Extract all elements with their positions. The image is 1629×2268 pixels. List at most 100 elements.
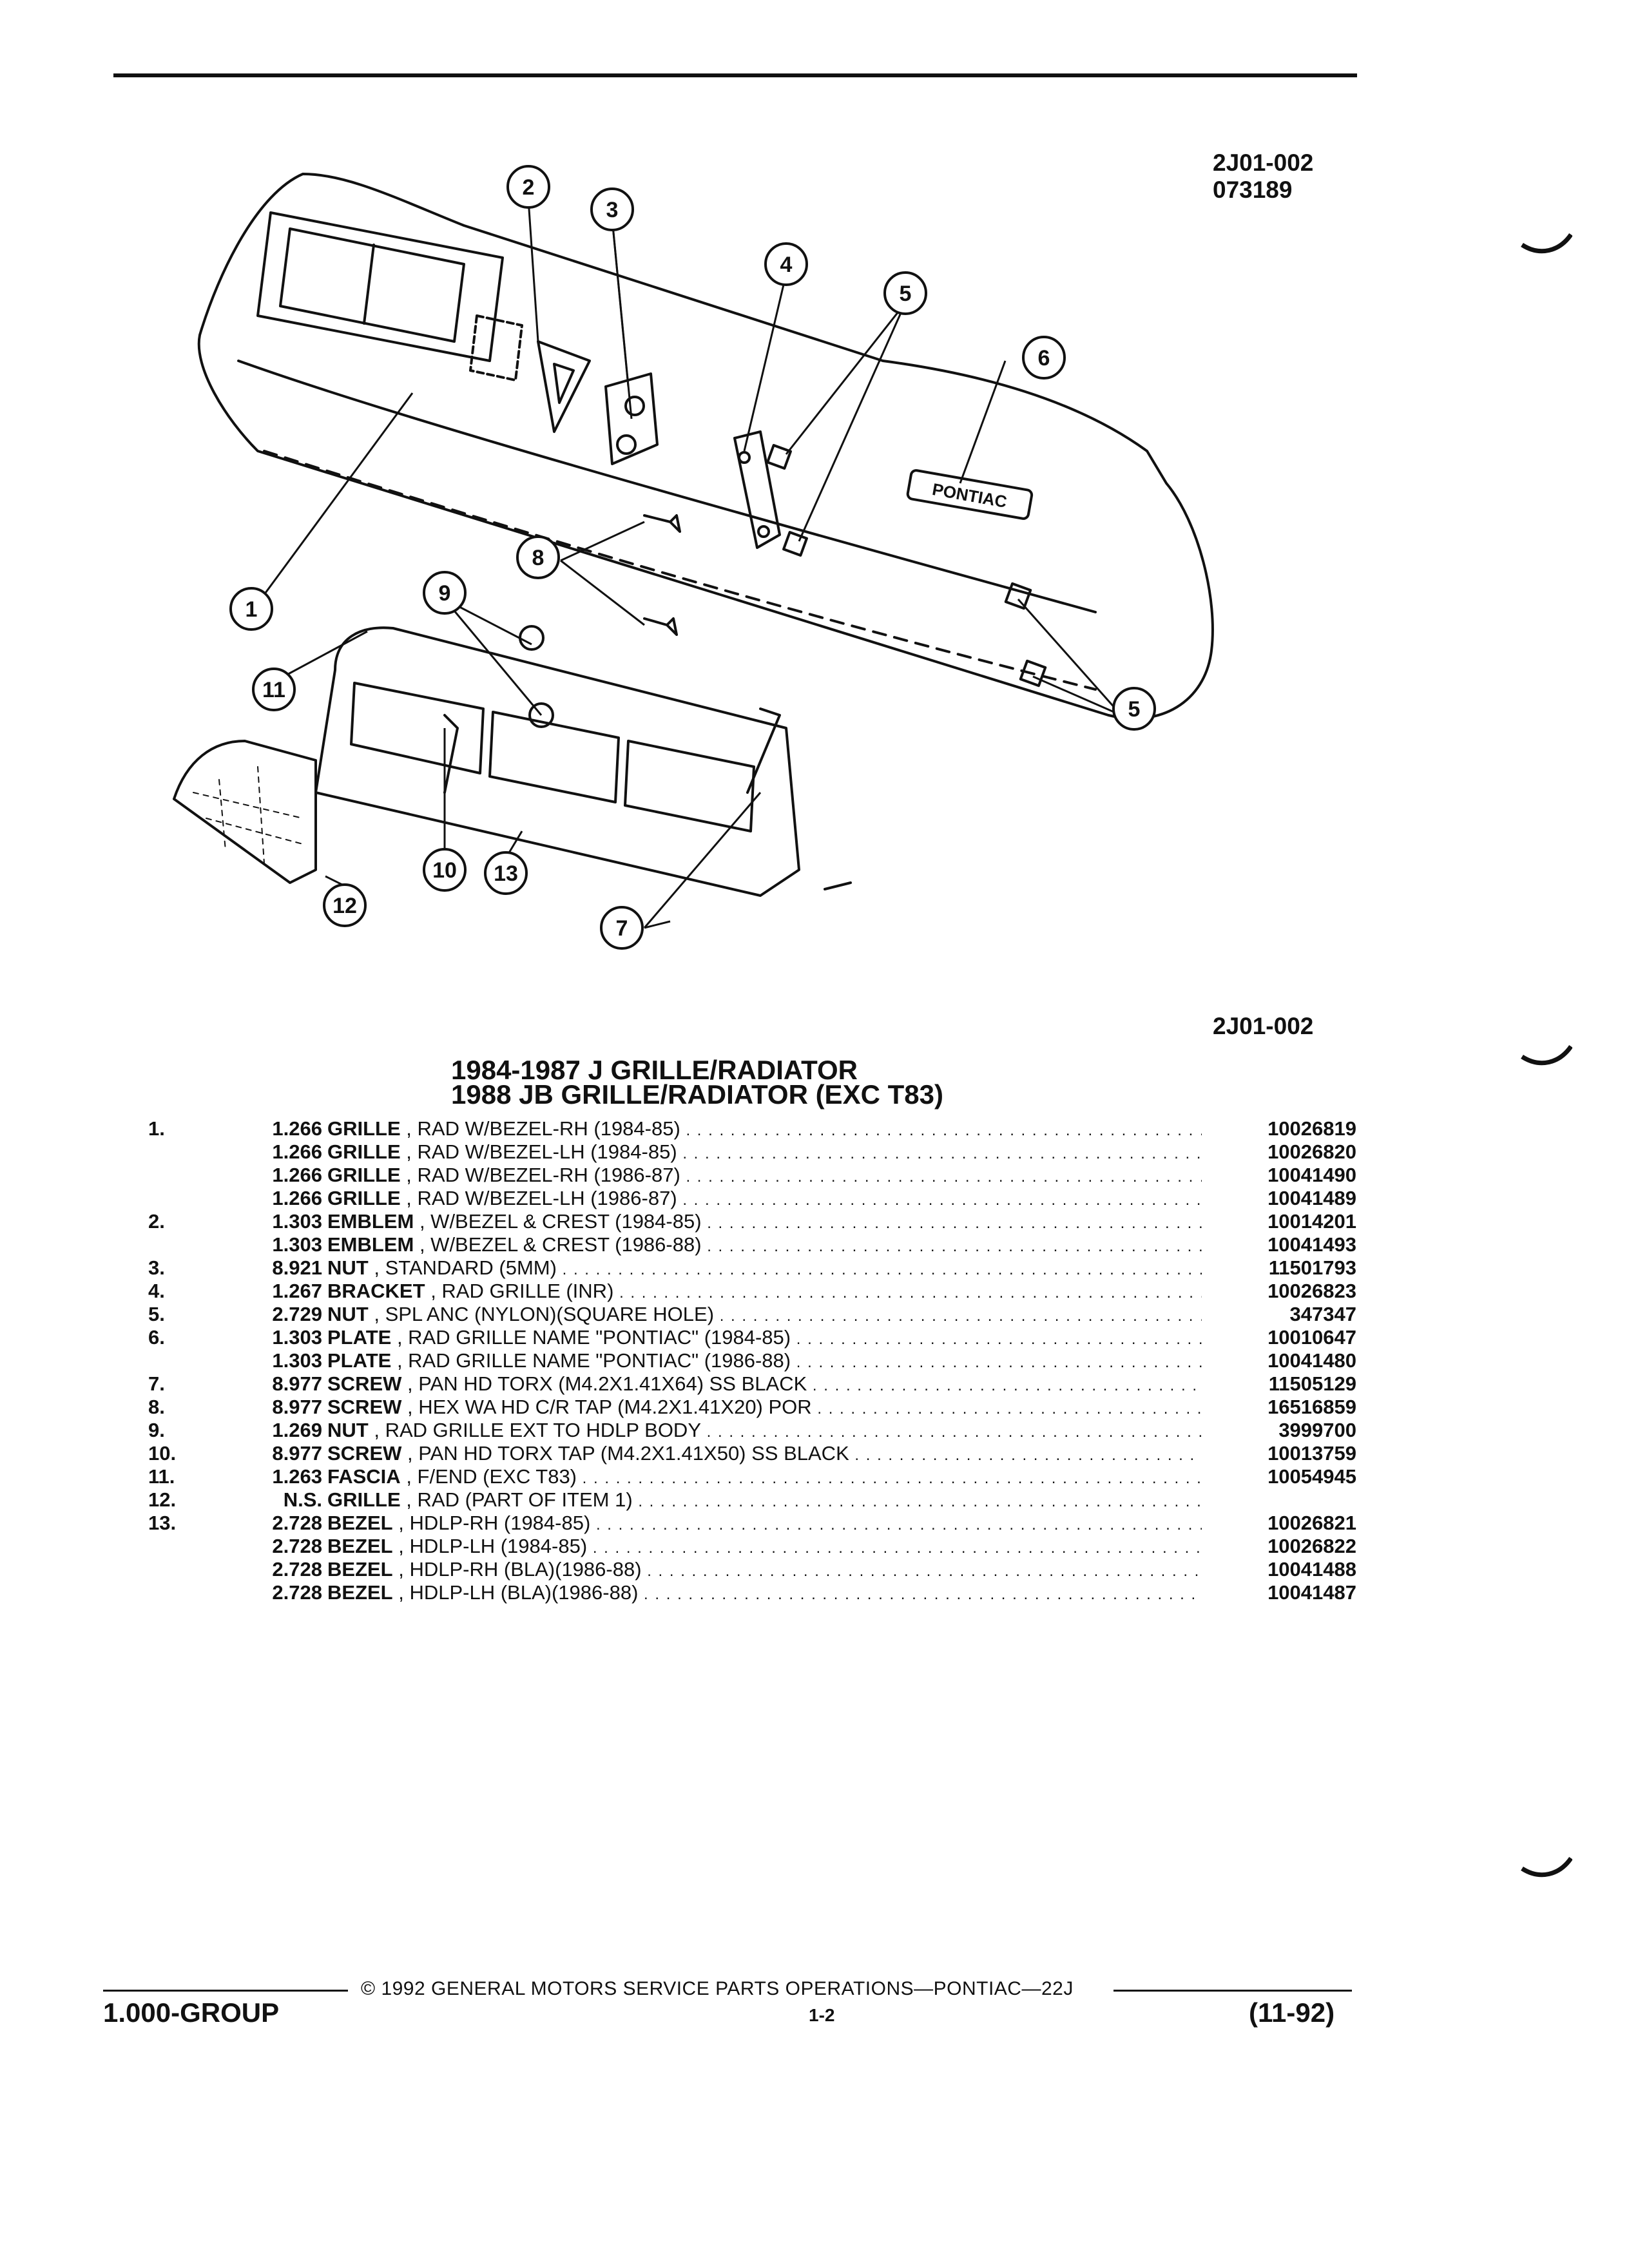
callout-12: 12 [333, 894, 357, 918]
grille-opening [256, 211, 504, 362]
part-description: NUT , RAD GRILLE EXT TO HDLP BODY [327, 1419, 1202, 1444]
group-label: 1.000-GROUP [103, 1997, 280, 2028]
group-number: 1.266 [272, 1117, 322, 1140]
grille-mesh [469, 314, 523, 381]
group-number: N.S. [283, 1488, 322, 1511]
section-title-2: 1988 JB GRILLE/RADIATOR (EXC T83) [451, 1079, 943, 1110]
part-name: NUT [327, 1256, 369, 1279]
callout-5: 5 [900, 282, 912, 306]
part-description: NUT , SPL ANC (NYLON)(SQUARE HOLE) [327, 1303, 1202, 1328]
part-name: NUT [327, 1303, 369, 1325]
part-number: 10013759 [1268, 1442, 1356, 1465]
callout-11: 11 [262, 678, 285, 702]
part-detail: , RAD W/BEZEL-RH (1986-87) [406, 1164, 680, 1186]
part-detail: , RAD W/BEZEL-LH (1984-85) [406, 1140, 677, 1163]
part-detail: , HDLP-RH (BLA)(1986-88) [398, 1558, 642, 1581]
item-number: 5. [148, 1303, 165, 1325]
group-number: 1.266 [272, 1187, 322, 1209]
part-detail: , PAN HD TORX TAP (M4.2X1.41X50) SS BLAC… [407, 1442, 849, 1465]
part-number: 10014201 [1268, 1210, 1356, 1233]
part-detail: , RAD GRILLE EXT TO HDLP BODY [374, 1419, 701, 1441]
part-detail: , W/BEZEL & CREST (1986-88) [419, 1233, 702, 1256]
part-number: 16516859 [1268, 1396, 1356, 1418]
callout-6: 6 [1038, 346, 1050, 370]
part-description: GRILLE , RAD W/BEZEL-LH (1984-85) [327, 1140, 1202, 1166]
part-detail: , RAD W/BEZEL-LH (1986-87) [406, 1187, 677, 1209]
top-rule [113, 73, 1357, 77]
part-number: 10054945 [1268, 1465, 1356, 1488]
group-number: 1.303 [272, 1210, 322, 1233]
part-detail: , RAD GRILLE NAME "PONTIAC" (1984-85) [396, 1326, 791, 1349]
part-description: PLATE , RAD GRILLE NAME "PONTIAC" (1986-… [327, 1349, 1202, 1374]
headlamp-bezel [314, 626, 800, 897]
part-name: GRILLE [327, 1140, 401, 1163]
group-number: 1.303 [272, 1349, 322, 1372]
group-number: 2.728 [272, 1535, 322, 1557]
item-number: 13. [148, 1512, 177, 1534]
fascia-lower-line [263, 450, 1097, 691]
part-name: GRILLE [327, 1117, 401, 1140]
part-description: BRACKET , RAD GRILLE (INR) [327, 1280, 1202, 1305]
part-detail: , RAD W/BEZEL-RH (1984-85) [406, 1117, 680, 1140]
part-name: SCREW [327, 1372, 402, 1395]
callout-1: 1 [246, 597, 258, 622]
part-number: 10041493 [1268, 1233, 1356, 1256]
item-number: 11. [148, 1465, 175, 1488]
part-description: EMBLEM , W/BEZEL & CREST (1986-88) [327, 1233, 1202, 1258]
item-number: 12. [148, 1488, 177, 1511]
part-detail: , STANDARD (5MM) [374, 1256, 557, 1279]
exploded-view-illustration: 2 3 4 5 6 8 9 1 11 5 10 13 12 7 PONTIAC [173, 165, 1214, 950]
part-detail: , RAD GRILLE (INR) [430, 1280, 614, 1302]
part-description: GRILLE , RAD W/BEZEL-RH (1984-85) [327, 1117, 1202, 1142]
item-number: 4. [148, 1280, 165, 1302]
group-number: 2.728 [272, 1558, 322, 1581]
group-number: 1.263 [272, 1465, 322, 1488]
part-number: 10041480 [1268, 1349, 1356, 1372]
part-name: EMBLEM [327, 1233, 414, 1256]
part-name: NUT [327, 1419, 369, 1441]
item-number: 8. [148, 1396, 165, 1418]
part-description: BEZEL , HDLP-LH (BLA)(1986-88) [327, 1581, 1202, 1606]
footer-rule-left [103, 1990, 348, 1992]
part-name: SCREW [327, 1442, 402, 1465]
part-description: BEZEL , HDLP-LH (1984-85) [327, 1535, 1202, 1560]
item-number: 7. [148, 1372, 165, 1395]
fascia-outline [197, 173, 1214, 720]
part-detail: , PAN HD TORX (M4.2X1.41X64) SS BLACK [407, 1372, 807, 1395]
item-number: 10. [148, 1442, 177, 1465]
group-number: 2.729 [272, 1303, 322, 1325]
part-detail: , W/BEZEL & CREST (1984-85) [419, 1210, 702, 1233]
part-detail: , HDLP-LH (BLA)(1986-88) [398, 1581, 639, 1604]
group-number: 2.728 [272, 1581, 322, 1604]
parts-row: 12. N.S.GRILLE , RAD (PART OF ITEM 1) [148, 1488, 1356, 1512]
grille-insert [173, 740, 317, 884]
part-description: GRILLE , RAD (PART OF ITEM 1) [327, 1488, 1202, 1514]
group-number: 8.921 [272, 1256, 322, 1279]
group-number: 1.269 [272, 1419, 322, 1441]
part-description: NUT , STANDARD (5MM) [327, 1256, 1202, 1282]
callout-7: 7 [616, 916, 628, 941]
fascia-inner-line [237, 360, 1097, 613]
part-number: 10010647 [1268, 1326, 1356, 1349]
part-name: EMBLEM [327, 1210, 414, 1233]
item-number: 3. [148, 1256, 165, 1279]
callout-2: 2 [523, 175, 535, 200]
revision-date: (11-92) [1249, 1997, 1335, 2028]
group-number: 8.977 [272, 1396, 322, 1418]
callout-5b: 5 [1128, 697, 1141, 722]
part-description: SCREW , PAN HD TORX TAP (M4.2X1.41X50) S… [327, 1442, 1202, 1467]
part-description: PLATE , RAD GRILLE NAME "PONTIAC" (1984-… [327, 1326, 1202, 1351]
part-number: 11505129 [1268, 1372, 1356, 1395]
bracket-outline [733, 430, 781, 549]
part-description: GRILLE , RAD W/BEZEL-LH (1986-87) [327, 1187, 1202, 1212]
group-number: 1.303 [272, 1326, 322, 1349]
part-number: 3999700 [1278, 1419, 1356, 1441]
part-description: GRILLE , RAD W/BEZEL-RH (1986-87) [327, 1164, 1202, 1189]
